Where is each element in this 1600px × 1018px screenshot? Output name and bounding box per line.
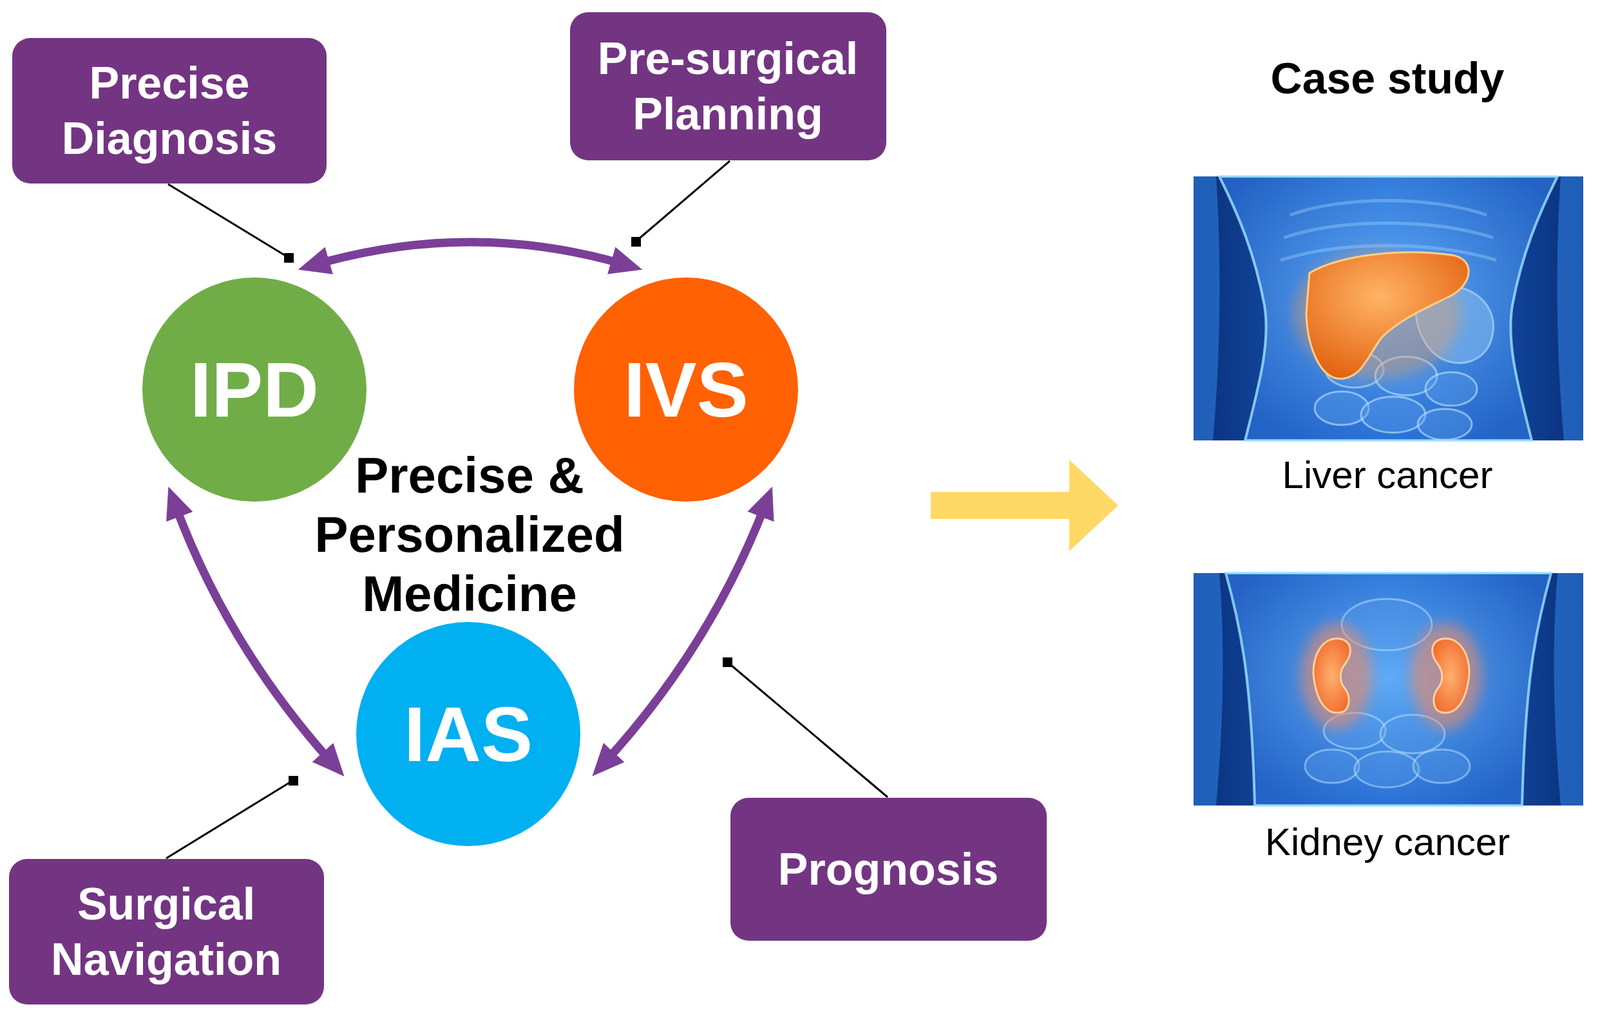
leader-line [727, 662, 888, 798]
double-arrow [604, 503, 766, 764]
node-text: Surgical Navigation [28, 876, 305, 988]
module-circle: IPD [142, 277, 367, 502]
callout-box: Pre-surgical Planning [570, 12, 887, 161]
concept-circle: Precise & Personalized Medicine IPD IVS IAS [99, 150, 840, 891]
callout-box: Prognosis [730, 798, 1047, 942]
leader-lines [166, 161, 888, 859]
liver-illustration [1193, 176, 1584, 441]
leader-dot [631, 237, 641, 247]
leader-line [635, 161, 730, 242]
leader-dot [722, 657, 733, 668]
module-circle: IAS [356, 622, 581, 847]
leader-dot [284, 253, 294, 263]
kidney-illustration [1193, 573, 1584, 806]
node-text: Precise Diagnosis [31, 55, 308, 167]
node-text: IVS [623, 347, 748, 433]
double-arrow [315, 242, 626, 265]
label-holder: Kidney cancer [1194, 819, 1581, 866]
callout-box: Precise Diagnosis [12, 38, 327, 184]
label-holder: Liver cancer [1194, 452, 1581, 499]
double-arrow [174, 503, 333, 764]
node-text: Pre-surgical Planning [589, 30, 867, 142]
caption-text: Kidney cancer [1265, 819, 1510, 866]
module-circle: IVS [573, 277, 799, 502]
node-text: IAS [403, 691, 533, 777]
leader-dot [288, 776, 299, 786]
label-holder: Case study [1194, 52, 1581, 105]
node-text: Precise & Personalized Medicine [302, 445, 638, 624]
leader-line [166, 780, 294, 859]
flow-arrow [930, 459, 1119, 552]
caption-text: Case study [1270, 52, 1505, 105]
leader-line [168, 184, 289, 258]
concept-circle-fill [99, 150, 840, 891]
node-text: IPD [190, 347, 319, 433]
callout-box: Surgical Navigation [9, 859, 324, 1005]
caption-text: Liver cancer [1282, 452, 1494, 499]
node-text: Prognosis [778, 841, 999, 898]
